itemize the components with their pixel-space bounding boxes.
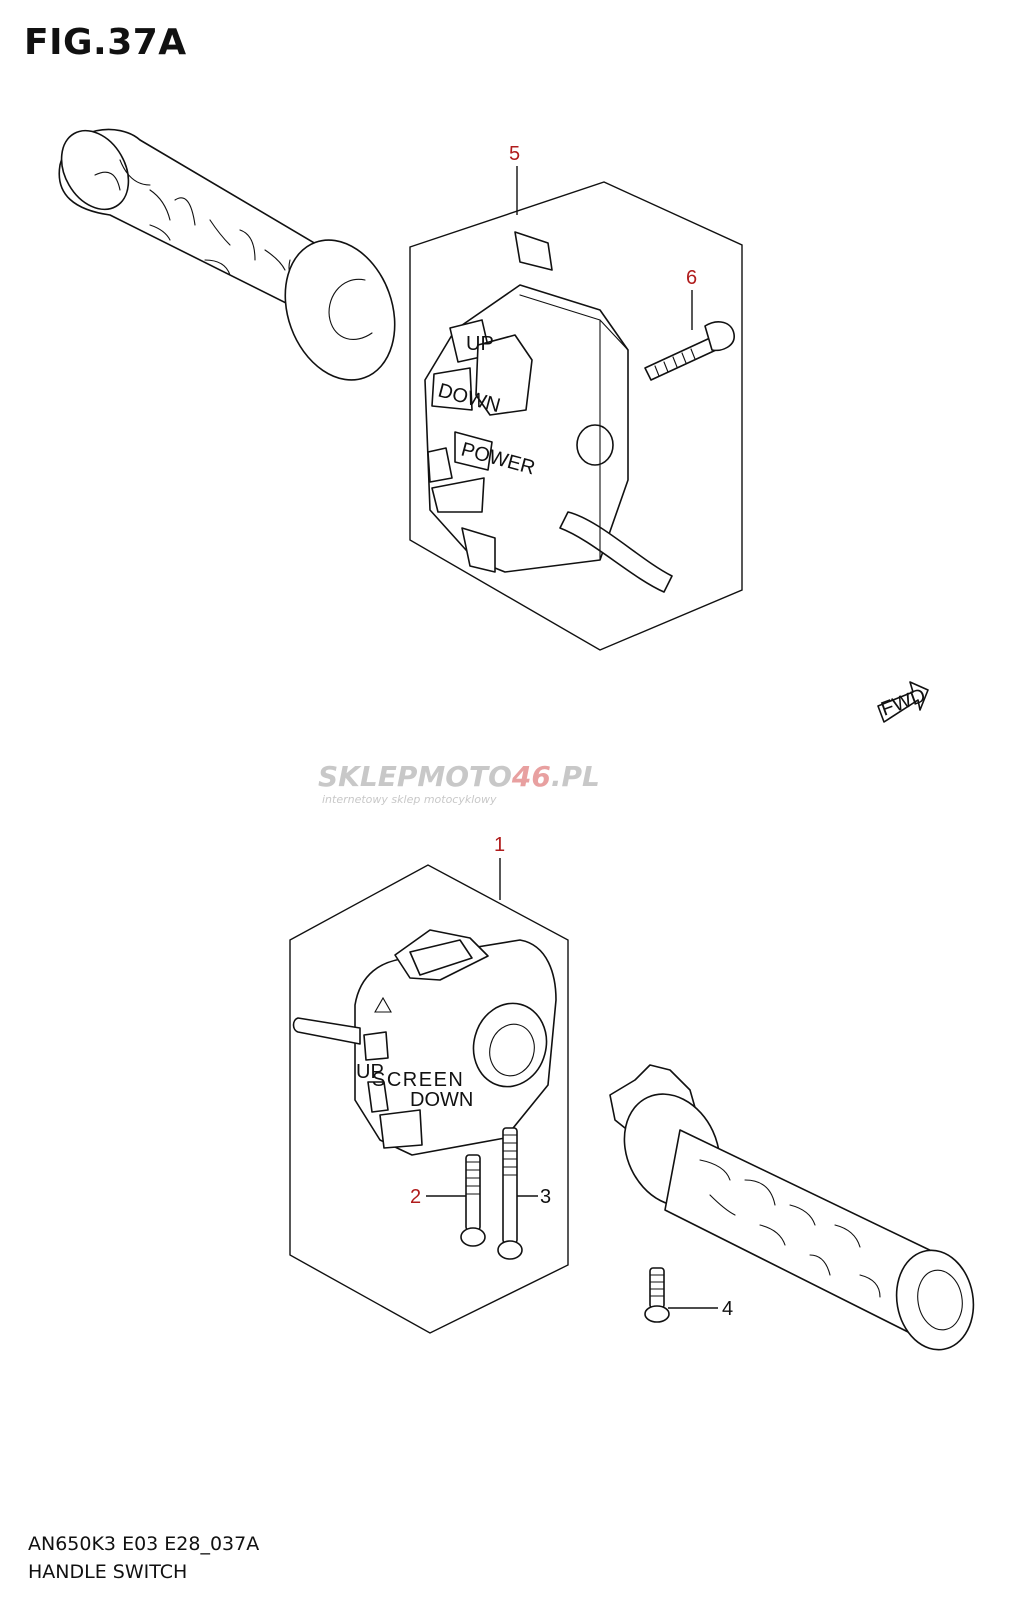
- callout-5: 5: [509, 143, 520, 165]
- watermark: SKLEPMOTO46.PL internetowy sklep motocyk…: [318, 760, 600, 806]
- fwd-arrow-label: FWD: [878, 684, 928, 720]
- up-button-label: UP: [466, 333, 494, 355]
- svg-text:SKLEPMOTO46.PL: SKLEPMOTO46.PL: [318, 760, 600, 793]
- lower-down-label: DOWN: [410, 1089, 473, 1111]
- lower-screen-label: SCREEN: [372, 1069, 464, 1091]
- figure-name: HANDLE SWITCH: [28, 1561, 188, 1583]
- watermark-tagline: internetowy sklep motocyklowy: [322, 793, 497, 806]
- watermark-brand-c: .PL: [551, 760, 600, 793]
- callout-2: 2: [410, 1186, 421, 1208]
- assembly-box-5: [409, 181, 743, 651]
- lower-up-label: UP: [356, 1061, 384, 1083]
- figure-title: FIG.37A: [24, 22, 187, 63]
- callout-4: 4: [722, 1298, 733, 1320]
- screw-6[interactable]: [644, 321, 735, 381]
- fwd-arrow: [877, 681, 929, 723]
- right-handle-switch[interactable]: [424, 231, 673, 593]
- left-handle-switch[interactable]: [292, 929, 557, 1156]
- watermark-brand-b: 46: [511, 760, 551, 793]
- callout-1: 1: [494, 834, 505, 856]
- assembly-box-1: [289, 864, 569, 1334]
- watermark-brand-a: SKLEPMOTO: [318, 760, 512, 793]
- model-code: AN650K3 E03 E28_037A: [28, 1533, 260, 1555]
- screw-4[interactable]: [644, 1267, 670, 1323]
- right-throttle-grip[interactable]: [607, 1064, 981, 1356]
- left-grip[interactable]: [48, 119, 413, 396]
- screw-3[interactable]: [497, 1127, 523, 1260]
- callout-6: 6: [686, 267, 697, 289]
- screw-2[interactable]: [460, 1154, 486, 1247]
- callout-3: 3: [540, 1186, 551, 1208]
